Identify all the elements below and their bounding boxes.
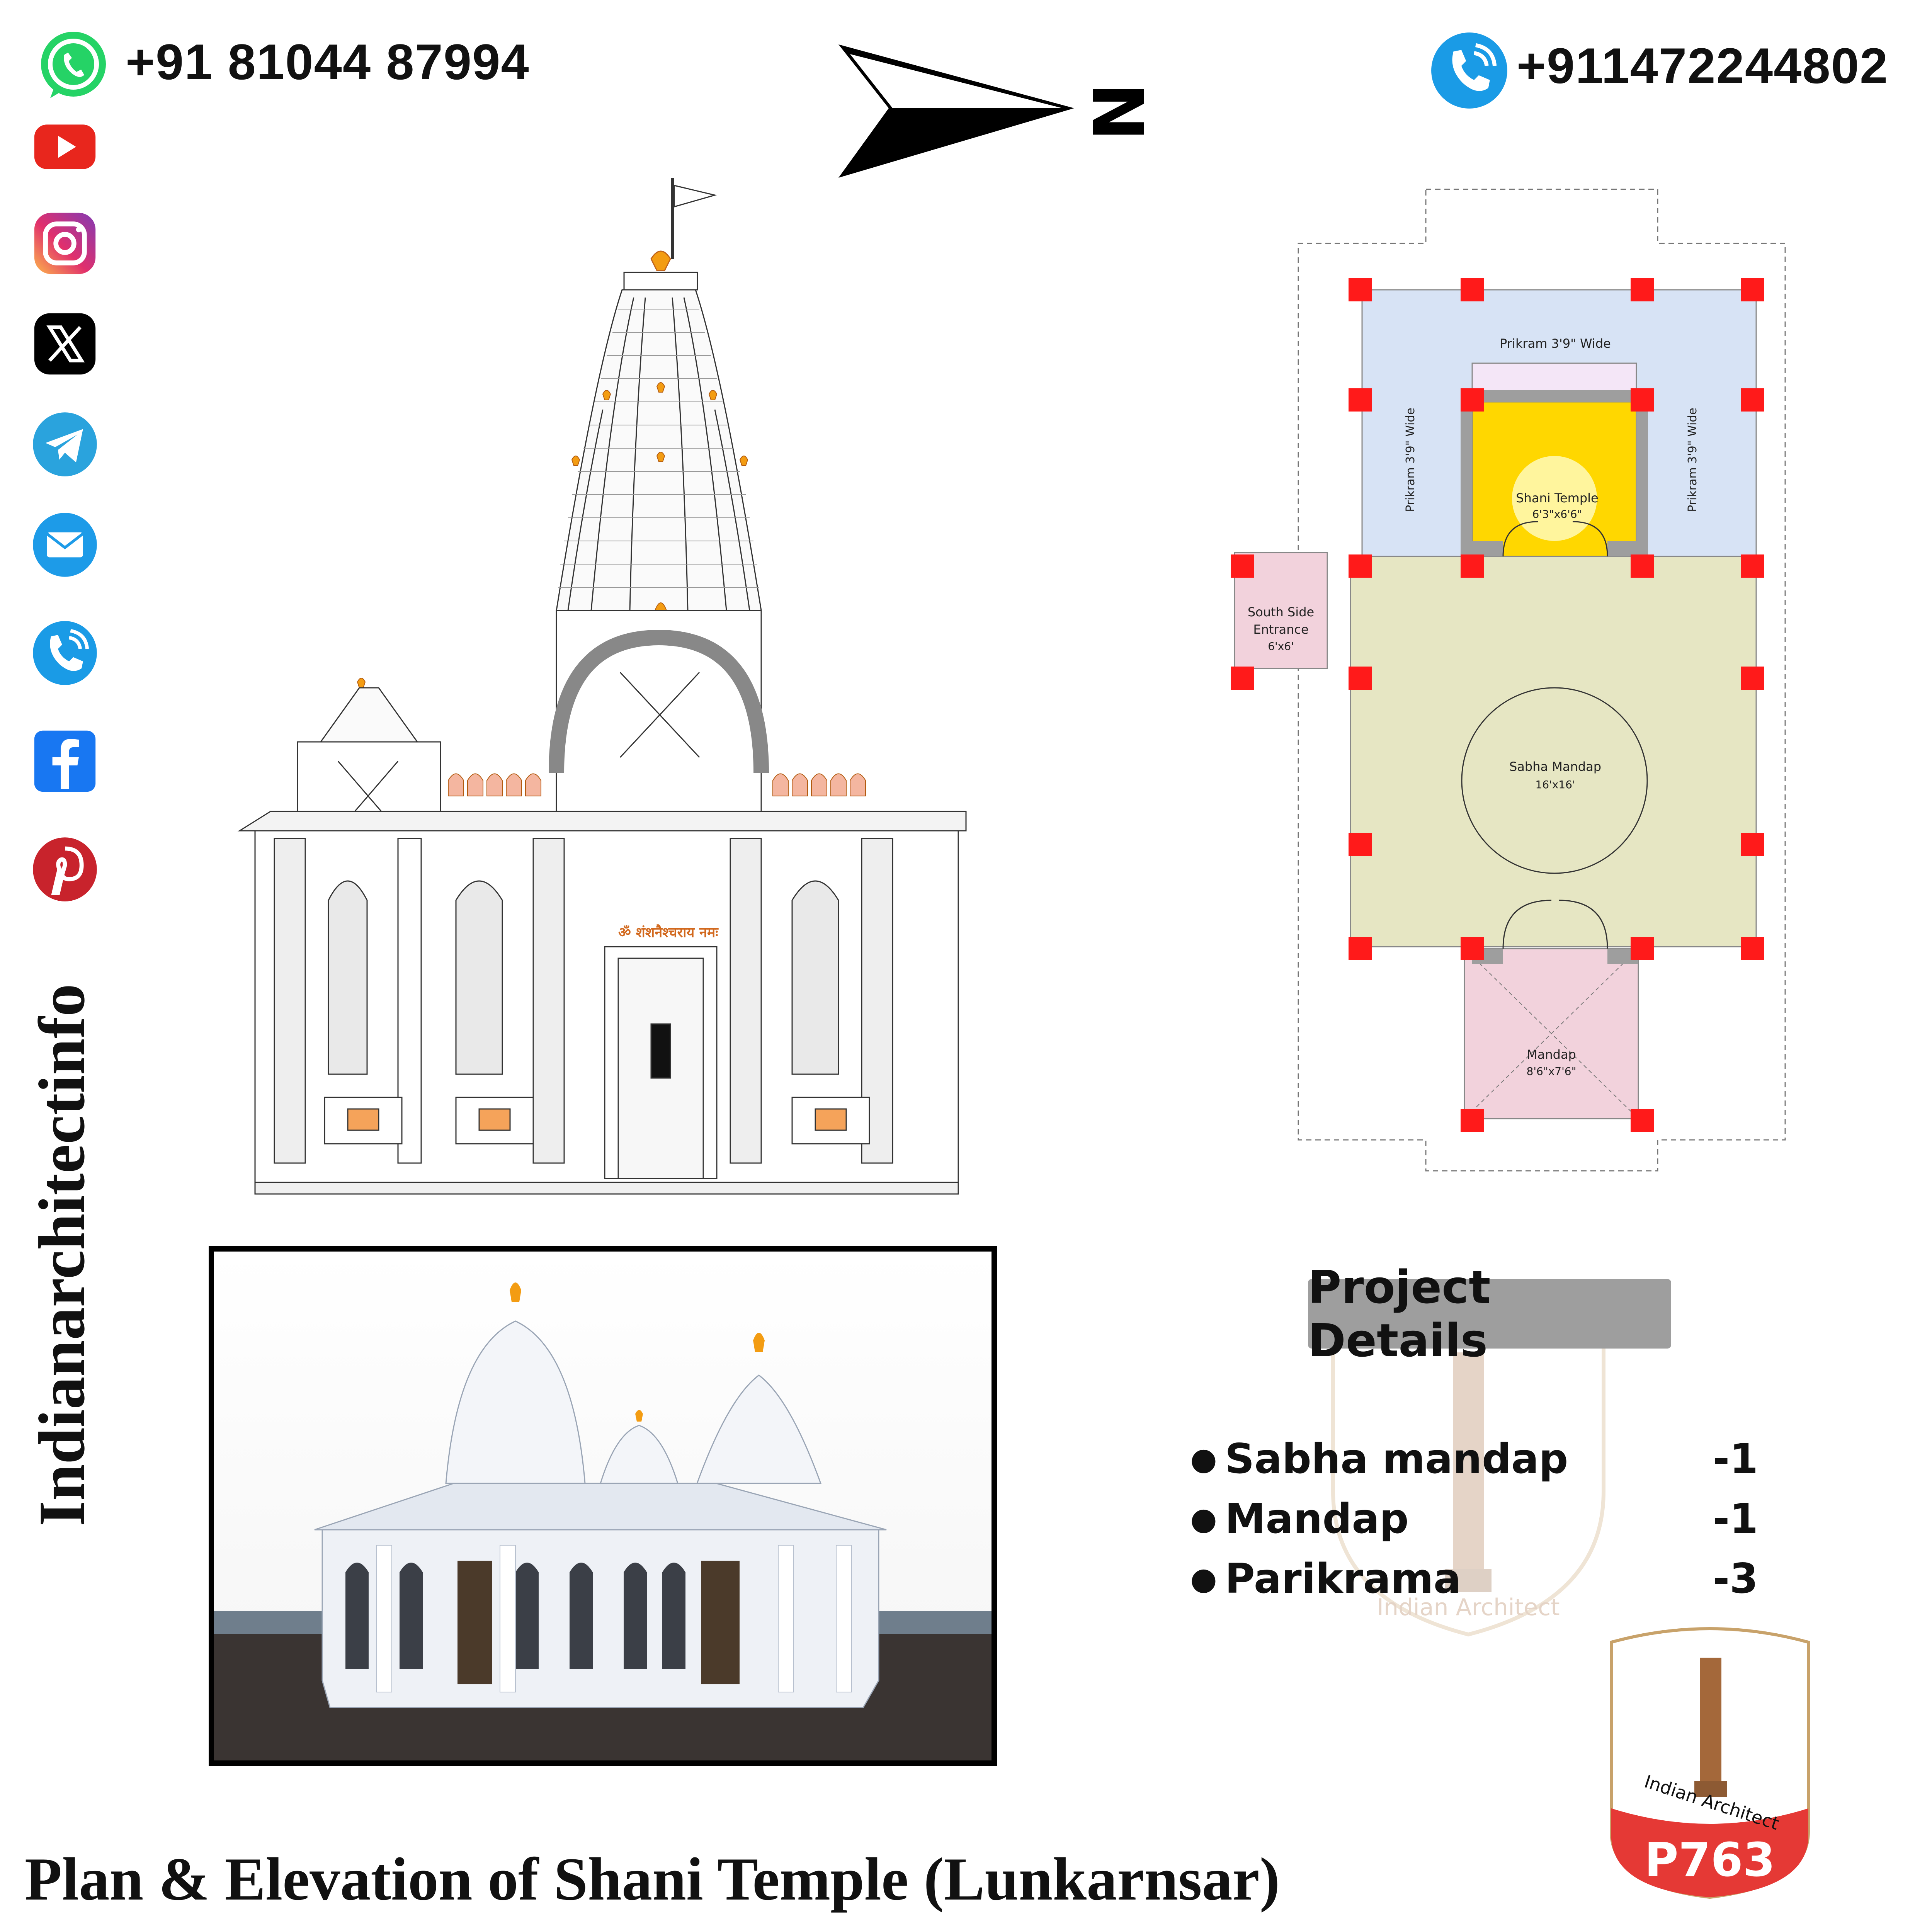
shani-temple-label: Shani Temple — [1516, 491, 1598, 505]
detail-row-parikrama: ● Parikrama -3 — [1190, 1554, 1758, 1602]
brand-name: Indianarchitectinfo — [26, 983, 98, 1526]
bullet-icon: ● — [1190, 1560, 1217, 1597]
shani-temple-size: 6'3"x6'6" — [1532, 508, 1582, 520]
temple-elevation-drawing: ॐ शंशनैश्चराय नमः — [232, 170, 974, 1198]
mandap-size: 8'6"x7'6" — [1527, 1065, 1577, 1078]
indian-architect-badge: Indian Architect — [1604, 1600, 1816, 1901]
whatsapp-number: +91 81044 87994 — [126, 34, 530, 90]
north-arrow-icon: N — [835, 39, 1163, 185]
email-icon[interactable] — [30, 510, 100, 580]
bullet-icon: ● — [1190, 1500, 1217, 1537]
detail-row-sabha-mandap: ● Sabha mandap -1 — [1190, 1435, 1758, 1483]
prikram-left-label: Prikram 3'9" Wide — [1404, 408, 1417, 512]
temple-3d-render — [209, 1246, 997, 1766]
phone-icon[interactable] — [30, 618, 100, 688]
page-title: Plan & Elevation of Shani Temple (Lunkar… — [25, 1845, 1280, 1913]
north-label: N — [1080, 83, 1160, 141]
sabha-mandap-size: 16'x16' — [1535, 778, 1575, 791]
x-icon[interactable] — [30, 309, 100, 379]
detail-row-mandap: ● Mandap -1 — [1190, 1495, 1758, 1543]
pinterest-icon[interactable] — [30, 835, 100, 904]
watermark-text: Indian Architect — [1377, 1594, 1560, 1621]
youtube-icon[interactable] — [30, 112, 100, 182]
call-number: +911472244802 — [1517, 37, 1889, 94]
elevation-inscription: ॐ शंशनैश्चराय नमः — [618, 924, 719, 940]
project-details-heading: Project Details — [1308, 1260, 1671, 1367]
project-code: P763 — [1644, 1833, 1776, 1887]
prikram-top-label: Prikram 3'9" Wide — [1500, 336, 1611, 351]
floor-plan-drawing: Prikram 3'9" Wide Prikram 3'9" Wide Prik… — [1206, 182, 1832, 1186]
sabha-mandap-zone — [1350, 556, 1757, 947]
sabha-mandap-label: Sabha Mandap — [1509, 759, 1601, 774]
call-icon[interactable] — [1430, 31, 1509, 110]
flag-icon — [673, 185, 717, 207]
south-entrance-size: 6'x6' — [1268, 640, 1294, 653]
south-entrance-label-1: South Side — [1248, 605, 1314, 619]
telegram-icon[interactable] — [30, 410, 100, 479]
whatsapp-icon[interactable] — [35, 27, 112, 104]
mandap-label: Mandap — [1527, 1047, 1576, 1062]
facebook-icon[interactable] — [30, 726, 100, 796]
instagram-icon[interactable] — [30, 209, 100, 278]
south-entrance-label-2: Entrance — [1253, 622, 1308, 637]
prikram-right-label: Prikram 3'9" Wide — [1686, 408, 1699, 512]
bullet-icon: ● — [1190, 1440, 1217, 1477]
watermark-tower-logo: Indian Architect — [1318, 1329, 1619, 1638]
